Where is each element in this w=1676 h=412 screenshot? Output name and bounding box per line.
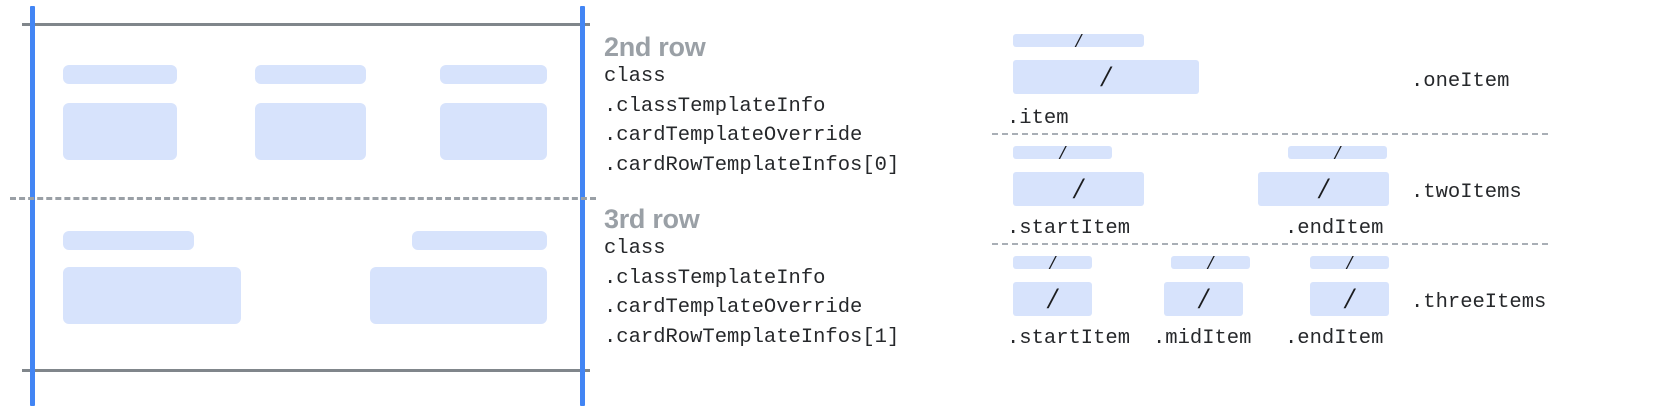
threeitems-miditem-title-chip: / xyxy=(1171,256,1250,269)
row3-cell2-title-placeholder xyxy=(412,231,547,250)
row2-cell3-body-placeholder xyxy=(440,103,547,160)
twoitems-enditem-title-chip: / xyxy=(1288,146,1387,159)
annotation-2nd-row-code-line-2: .classTemplateInfo xyxy=(604,94,826,118)
slash-glyph: / xyxy=(1049,256,1056,269)
twoitems-enditem-label: .endItem xyxy=(1285,217,1384,240)
slash-glyph: / xyxy=(1059,146,1066,159)
threeitems-miditem-body-chip: / xyxy=(1164,282,1243,316)
threeitems-startitem-body-chip: / xyxy=(1013,282,1092,316)
twoitems-group-label: .twoItems xyxy=(1411,181,1522,204)
slash-glyph: / xyxy=(1048,282,1057,315)
legend-divider-1 xyxy=(992,133,1548,135)
row2-cell1-body-placeholder xyxy=(63,103,177,160)
slash-glyph: / xyxy=(1207,256,1214,269)
annotation-3rd-row: 3rd row class .classTemplateInfo .cardTe… xyxy=(604,204,899,352)
annotation-2nd-row-code-line-1: class xyxy=(604,65,666,88)
row3-cell1-title-placeholder xyxy=(63,231,194,250)
right-margin-guide xyxy=(580,6,585,406)
row3-cell1-body-placeholder xyxy=(63,267,241,324)
slash-glyph: / xyxy=(1334,146,1341,159)
oneitem-item-body-chip: / xyxy=(1013,60,1199,94)
twoitems-startitem-body-chip: / xyxy=(1013,172,1144,206)
row3-cell2-body-placeholder xyxy=(370,267,547,324)
twoitems-startitem-label: .startItem xyxy=(1007,217,1131,240)
card-bottom-boundary-rule xyxy=(22,369,590,372)
oneitem-group-label: .oneItem xyxy=(1411,70,1510,93)
slash-glyph: / xyxy=(1319,172,1328,205)
threeitems-startitem-title-chip: / xyxy=(1013,256,1092,269)
row2-cell1-title-placeholder xyxy=(63,65,177,84)
threeitems-miditem-label: .midItem xyxy=(1153,327,1252,350)
oneitem-item-label: .item xyxy=(1007,107,1069,130)
slash-glyph: / xyxy=(1074,172,1083,205)
oneitem-item-title-chip: / xyxy=(1013,34,1144,47)
threeitems-enditem-body-chip: / xyxy=(1310,282,1389,316)
slash-glyph: / xyxy=(1346,256,1353,269)
annotation-2nd-row-code-line-4: .cardRowTemplateInfos[0] xyxy=(604,153,900,177)
legend-divider-2 xyxy=(992,243,1548,245)
threeitems-group-label: .threeItems xyxy=(1411,291,1547,314)
twoitems-enditem-body-chip: / xyxy=(1258,172,1389,206)
threeitems-startitem-label: .startItem xyxy=(1007,327,1131,350)
annotation-3rd-row-code-line-1: class xyxy=(604,237,666,260)
annotation-3rd-row-code-line-2: .classTemplateInfo xyxy=(604,266,826,290)
twoitems-startitem-title-chip: / xyxy=(1013,146,1112,159)
annotation-2nd-row-heading: 2nd row xyxy=(604,32,706,62)
card-top-boundary-rule xyxy=(22,23,590,26)
item-layout-legend: / / .item .oneItem / / .startItem / / .e… xyxy=(986,0,1676,412)
threeitems-enditem-title-chip: / xyxy=(1310,256,1389,269)
slash-glyph: / xyxy=(1345,282,1354,315)
left-margin-guide xyxy=(30,6,35,406)
slash-glyph: / xyxy=(1199,282,1208,315)
threeitems-enditem-label: .endItem xyxy=(1285,327,1384,350)
slash-glyph: / xyxy=(1101,60,1111,93)
row2-cell3-title-placeholder xyxy=(440,65,547,84)
slash-glyph: / xyxy=(1075,34,1082,47)
card-row-preview-panel xyxy=(0,0,596,412)
annotation-2nd-row-code-line-3: .cardTemplateOverride xyxy=(604,124,863,147)
row2-cell2-body-placeholder xyxy=(255,103,366,160)
annotation-3rd-row-heading: 3rd row xyxy=(604,204,700,234)
row2-cell2-title-placeholder xyxy=(255,65,366,84)
annotation-2nd-row: 2nd row class .classTemplateInfo .cardTe… xyxy=(604,32,899,180)
annotation-3rd-row-code-line-4: .cardRowTemplateInfos[1] xyxy=(604,325,900,349)
row-separator-dashed xyxy=(10,197,596,200)
annotation-3rd-row-code-line-3: .cardTemplateOverride xyxy=(604,296,863,319)
